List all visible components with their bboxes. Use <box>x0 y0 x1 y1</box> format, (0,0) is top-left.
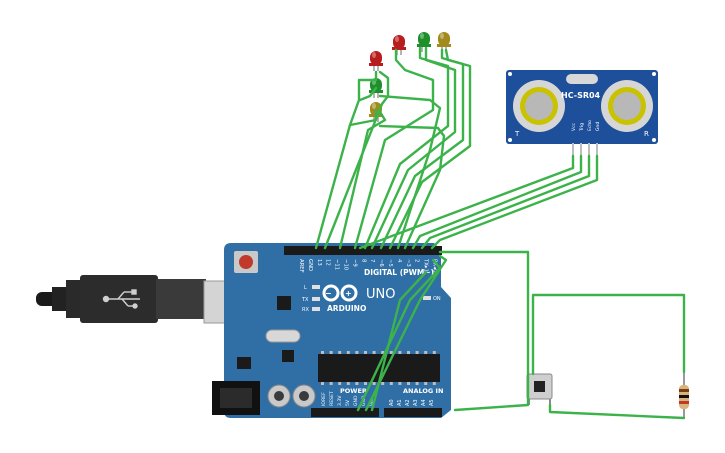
power-pin-label: IOREF <box>321 392 327 406</box>
brand-label: ARDUINO <box>327 304 366 313</box>
sensor-title: HC-SR04 <box>561 91 601 100</box>
power-pin-label: RESET <box>329 391 335 406</box>
digital-pin-label: ~6 <box>378 259 384 267</box>
svg-text:−: − <box>325 289 332 298</box>
digital-pin-label: ~9 <box>351 259 357 267</box>
digital-pin-label: TX▸1 <box>423 258 429 272</box>
reset-button[interactable] <box>234 251 258 273</box>
capacitor-2 <box>292 384 316 408</box>
analog-pin-label: A5 <box>429 399 435 406</box>
led-yellow-4[interactable] <box>437 32 451 52</box>
sensor-right-mark: R <box>644 130 649 138</box>
led-green-3[interactable] <box>417 32 431 52</box>
analog-header[interactable] <box>384 408 442 417</box>
resistor[interactable] <box>679 372 689 418</box>
digital-pin-label: 2 <box>414 259 420 262</box>
receiver-icon <box>601 80 653 132</box>
power-header[interactable] <box>311 408 379 417</box>
arduino-logo-icon <box>322 284 358 302</box>
push-button[interactable] <box>526 373 553 405</box>
digital-pin-label: 4 <box>396 259 402 263</box>
sensor-left-mark: T <box>514 130 520 138</box>
power-pin-label: GND <box>361 395 367 406</box>
digital-pin-label: 7 <box>369 259 375 262</box>
power-pin-label: Vin <box>369 399 375 406</box>
led-rx-label: RX <box>302 307 309 313</box>
led-group[interactable] <box>369 32 451 122</box>
wires[interactable] <box>314 46 686 420</box>
capacitor-1 <box>267 384 291 408</box>
analog-pin-label: A2 <box>405 399 411 406</box>
led-red-1[interactable] <box>369 51 383 71</box>
power-label: POWER <box>340 387 367 395</box>
usb-icon <box>102 289 140 309</box>
voltage-regulator <box>237 357 251 369</box>
digital-pin-label: RX◂0 <box>432 259 438 273</box>
power-pin-label: 5V <box>345 399 351 406</box>
on-label: ON <box>433 296 441 302</box>
sensor-crystal <box>566 74 598 84</box>
digital-header[interactable] <box>284 246 442 255</box>
led-l-label: L <box>304 285 307 291</box>
power-pin-label: GND <box>353 395 359 406</box>
crystal <box>265 329 301 343</box>
analog-pin-label: A1 <box>397 399 403 406</box>
sensor-pin-label: Gnd <box>595 122 601 131</box>
led-rx <box>312 307 320 311</box>
led-tx-label: TX <box>301 297 309 303</box>
digital-pin-label: ~11 <box>334 259 340 270</box>
digital-pin-label: GND <box>307 259 313 271</box>
svg-text:+: + <box>345 289 352 298</box>
analog-label: ANALOG IN <box>403 387 443 395</box>
digital-label: DIGITAL (PWM~) <box>364 268 434 277</box>
digital-pin-label: ~10 <box>343 259 349 271</box>
usb-chip <box>277 296 291 310</box>
sensor-pins[interactable] <box>572 143 598 156</box>
transmitter-icon <box>513 80 565 132</box>
led-tx <box>312 297 320 301</box>
sensor-pin-label: Vcc <box>571 122 577 131</box>
on-led <box>423 296 431 300</box>
usb-cable[interactable] <box>36 275 239 324</box>
digital-pin-label: ~5 <box>387 259 393 267</box>
analog-pin-label: A3 <box>413 399 419 406</box>
digital-pin-label: 8 <box>360 259 366 263</box>
analog-pin-label: A0 <box>389 399 395 406</box>
power-pin-label: 3.3V <box>337 395 343 406</box>
digital-pin-label: ~3 <box>405 259 411 267</box>
digital-pin-label: 13 <box>316 259 322 266</box>
sensor-pin-label: Trig <box>579 123 585 132</box>
digital-pin-label: AREF <box>298 259 304 273</box>
power-jack[interactable] <box>212 381 260 415</box>
led-l <box>312 285 320 289</box>
model-label: UNO <box>366 287 395 302</box>
digital-pin-label: 12 <box>325 259 331 266</box>
sensor-pin-label: Echo <box>587 120 593 131</box>
led-red-2[interactable] <box>392 35 406 55</box>
analog-pin-label: A4 <box>421 399 427 406</box>
